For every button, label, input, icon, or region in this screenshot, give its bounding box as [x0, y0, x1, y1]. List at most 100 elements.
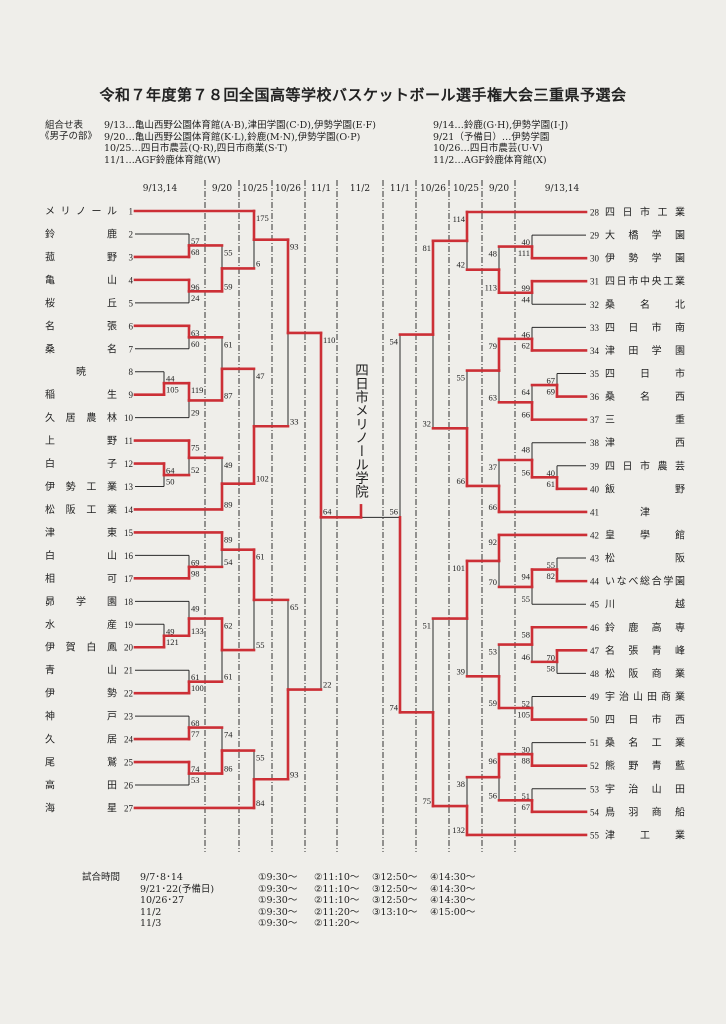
team-seed-number: 2 [129, 229, 134, 239]
match-score: 132 [452, 825, 465, 835]
match-score: 62 [522, 340, 531, 350]
team-name: 伊勢工業 [45, 480, 117, 493]
match-score: 51 [423, 621, 432, 631]
match-score: 56 [522, 467, 531, 477]
round-date: 10/25 [453, 184, 479, 194]
team-seed-number: 47 [590, 646, 600, 656]
schedule-time: ②11:20～ [314, 918, 360, 930]
match-score: 29 [191, 408, 200, 418]
match-score: 59 [489, 698, 498, 708]
venues-right: 9/14…鈴鹿(G·H),伊勢学園(I·J) 9/21（予備日）…伊勢学園 10… [433, 120, 568, 166]
team-name: 四日市農芸 [605, 459, 685, 472]
match-score: 55 [547, 560, 556, 570]
match-score: 121 [166, 637, 179, 647]
match-score: 49 [224, 460, 233, 470]
team-name: 伊勢 [45, 687, 117, 700]
match-score: 57 [191, 236, 200, 246]
team-name: 久居農林 [45, 411, 117, 424]
match-score: 69 [547, 387, 556, 397]
team-seed-number: 14 [124, 505, 134, 515]
match-score: 89 [224, 534, 233, 544]
match-score: 40 [522, 237, 531, 247]
match-score: 67 [522, 802, 531, 812]
match-score: 75 [191, 443, 200, 453]
match-score: 56 [489, 790, 498, 800]
match-score: 53 [489, 647, 498, 657]
team-seed-number: 22 [124, 689, 133, 699]
team-name: 四日市南 [605, 321, 685, 334]
team-seed-number: 51 [590, 738, 599, 748]
match-score: 84 [256, 798, 265, 808]
match-score: 44 [522, 294, 531, 304]
match-score: 52 [522, 698, 531, 708]
team-name: 白山 [45, 549, 117, 562]
team-seed-number: 23 [124, 712, 134, 722]
match-score: 63 [191, 328, 200, 338]
match-score: 88 [522, 756, 531, 766]
match-score: 49 [191, 603, 200, 613]
schedule-label: 試合時間 [82, 872, 121, 883]
match-score: 55 [256, 753, 265, 763]
team-name: 暁 [76, 366, 86, 378]
team-seed-number: 55 [590, 830, 600, 840]
match-score: 67 [547, 375, 556, 385]
match-score: 96 [489, 756, 498, 766]
match-score: 50 [166, 477, 175, 487]
venue-line: 9/20…亀山西野公園体育館(K·L),鈴鹿(M·N),伊勢学園(O·P) [104, 131, 361, 143]
match-score: 30 [522, 745, 531, 755]
round-date: 10/26 [420, 184, 446, 194]
team-seed-number: 42 [590, 530, 599, 540]
match-score: 48 [522, 445, 531, 455]
schedule-date: 11/3 [140, 918, 162, 930]
team-name: 久居 [45, 734, 117, 746]
team-name: 鈴鹿 [45, 227, 117, 240]
schedule-time: ④14:30～ [430, 872, 476, 883]
team-name: 伊賀白鳳 [45, 641, 117, 654]
team-seed-number: 7 [129, 344, 134, 354]
team-seed-number: 11 [124, 436, 133, 446]
team-name: 川越 [605, 598, 685, 611]
team-name: 菰野 [45, 251, 117, 263]
match-score: 89 [224, 499, 233, 509]
team-seed-number: 19 [124, 620, 134, 630]
team-name: 四日市 [605, 367, 685, 380]
team-seed-number: 24 [124, 735, 134, 745]
team-name: 相可 [45, 572, 117, 585]
team-seed-number: 3 [129, 252, 134, 262]
schedule-time: ②11:10～ [314, 883, 360, 895]
match-score: 61 [224, 339, 233, 349]
match-score: 105 [517, 710, 530, 720]
match-score: 79 [489, 341, 498, 351]
division-label: 《男子の部》 [40, 131, 98, 142]
match-score: 39 [457, 666, 466, 676]
match-score: 42 [457, 260, 466, 270]
team-name: 白子 [45, 457, 117, 470]
team-name: 高田 [45, 779, 117, 792]
match-score: 6 [256, 258, 260, 268]
team-seed-number: 5 [129, 298, 134, 308]
team-name: 津工業 [605, 828, 685, 841]
match-score: 54 [390, 337, 399, 347]
team-name: 桑名 [45, 342, 117, 355]
team-name: 三重 [605, 413, 685, 426]
match-score: 61 [191, 672, 200, 682]
team-name: 伊勢学園 [605, 252, 685, 265]
round-date: 11/1 [389, 184, 411, 194]
venue-line: 11/1…AGF鈴鹿体育館(W) [104, 154, 221, 166]
team-seed-number: 32 [590, 300, 599, 310]
match-score: 94 [522, 572, 531, 582]
match-score: 93 [290, 242, 299, 252]
team-name: 青山 [45, 664, 117, 677]
team-name: 四日市中央工業 [605, 275, 685, 288]
venues-left: 9/13…亀山西野公園体育館(A·B),津田学園(C·D),伊勢学園(E·F) … [104, 120, 376, 166]
schedule-time: ①9:30～ [258, 895, 298, 907]
team-seed-number: 49 [590, 692, 600, 702]
team-name: 大橋学園 [605, 229, 685, 242]
match-score: 47 [256, 371, 265, 381]
match-score: 105 [166, 385, 179, 395]
schedule-time: ③12:50～ [372, 872, 418, 883]
match-score: 119 [191, 385, 203, 395]
team-name: 松阪 [605, 552, 685, 565]
schedule-time: ④14:30～ [430, 895, 476, 907]
